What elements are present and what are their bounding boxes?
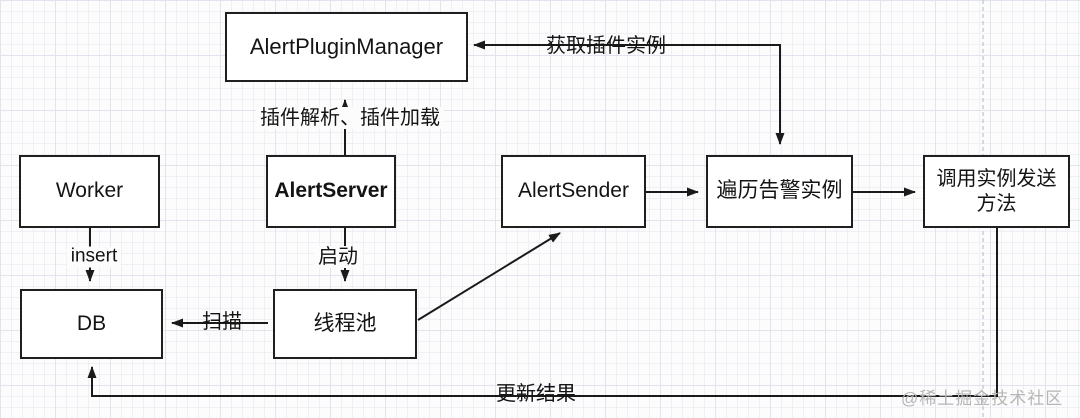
node-alert-sender-label: AlertSender <box>518 179 629 203</box>
node-traverse-alert-instances-label: 遍历告警实例 <box>716 179 843 203</box>
edge-update-result-to-db <box>87 228 998 397</box>
edge-threadpool-to-alertsender <box>417 232 561 321</box>
edge-get-plugin-instance <box>473 40 785 145</box>
node-thread-pool-label: 线程池 <box>313 311 377 335</box>
node-traverse-alert-instances: 遍历告警实例 <box>706 155 853 228</box>
edge-label-plugin-parse-load: 插件解析、插件加载 <box>256 107 444 129</box>
node-call-instance-send-method: 调用实例发送 方法 <box>923 155 1070 228</box>
node-db: DB <box>20 289 163 359</box>
edge-label-scan: 扫描 <box>202 311 242 333</box>
node-alert-plugin-manager-label: AlertPluginManager <box>249 34 444 60</box>
edge-label-insert: insert <box>66 246 122 268</box>
node-alert-server: AlertServer <box>266 155 396 228</box>
node-db-label: DB <box>76 311 107 335</box>
node-worker-label: Worker <box>55 179 124 203</box>
node-call-instance-send-method-line2: 方法 <box>976 192 1017 215</box>
edge-label-update-result: 更新结果 <box>496 383 576 405</box>
juejin-watermark: @稀土掘金技术社区 <box>901 389 1064 408</box>
node-thread-pool: 线程池 <box>273 289 417 359</box>
node-call-instance-send-method-line1: 调用实例发送 <box>936 167 1057 190</box>
node-alert-server-label: AlertServer <box>274 179 388 203</box>
edge-label-get-plugin-instance: 获取插件实例 <box>546 35 666 57</box>
edge-label-start: 启动 <box>314 246 362 268</box>
node-alert-plugin-manager: AlertPluginManager <box>225 12 468 82</box>
node-worker: Worker <box>19 155 160 228</box>
node-alert-sender: AlertSender <box>501 155 646 228</box>
node-call-instance-send-method-label: 调用实例发送 方法 <box>937 167 1057 217</box>
